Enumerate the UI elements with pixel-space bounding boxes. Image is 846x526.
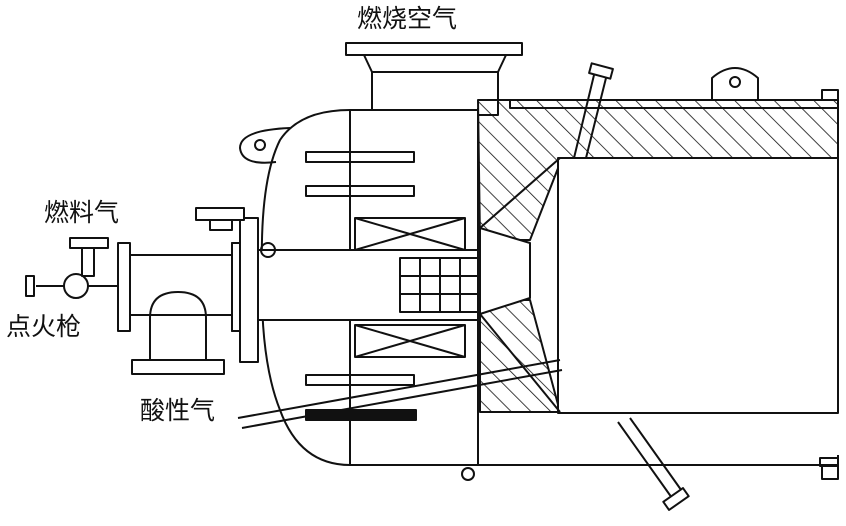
- lifting-lug-left: [240, 128, 290, 163]
- fuel-pipe-flange-right: [232, 243, 240, 331]
- acid-gas-lance: [238, 360, 562, 428]
- air-inlet-flange: [346, 43, 522, 55]
- shell-foot-right: [822, 465, 838, 479]
- fuel-gas-valve: [196, 208, 244, 220]
- ignition-handle: [26, 276, 34, 296]
- fuel-pipe: [130, 255, 232, 315]
- burner-throat: [480, 228, 530, 314]
- lug-hole-left: [255, 140, 265, 150]
- swirl-vanes-lower: [355, 325, 465, 357]
- bottom-port-cap: [663, 488, 688, 510]
- combustion-air-label: 燃烧空气: [357, 4, 458, 33]
- combustion-chamber: [558, 158, 838, 413]
- baffle-1: [306, 152, 414, 162]
- lug-hole-top: [730, 77, 740, 87]
- acid-gas-flange: [132, 360, 224, 374]
- lance-flange-mid: [240, 218, 258, 362]
- swirl-vanes-upper-cross: [355, 218, 465, 250]
- fuel-gas-label: 燃料气: [44, 198, 120, 227]
- baffle-3: [306, 375, 414, 385]
- top-port-tube: [574, 75, 606, 158]
- acid-gas-flange-plate: [306, 410, 416, 420]
- ignition-valve-ball: [64, 274, 88, 298]
- throat-line-upper: [480, 158, 560, 228]
- refractory-lining-lower: [480, 300, 560, 412]
- acid-gas-elbow: [150, 292, 206, 360]
- swirl-vanes-lower-cross: [355, 325, 465, 357]
- throat-line-lower: [480, 314, 560, 412]
- bottom-port-tube: [618, 418, 684, 498]
- baffle-2: [306, 186, 414, 196]
- top-port-cap: [589, 63, 613, 78]
- shell-foot-mark: [820, 458, 838, 466]
- shell-corner-block: [822, 90, 838, 100]
- fuel-gas-cap: [70, 238, 108, 248]
- lifting-lug-top: [712, 68, 758, 100]
- acid-gas-label: 酸性气: [140, 396, 216, 425]
- sight-port: [261, 243, 275, 257]
- central-lance: [240, 250, 478, 320]
- drain-nozzle: [462, 468, 474, 480]
- fuel-pipe-flange-left: [118, 243, 130, 331]
- fuel-gas-riser: [82, 248, 94, 276]
- ignition-gun-label: 点火枪: [6, 312, 82, 341]
- fuel-gas-valve-stem: [210, 220, 232, 230]
